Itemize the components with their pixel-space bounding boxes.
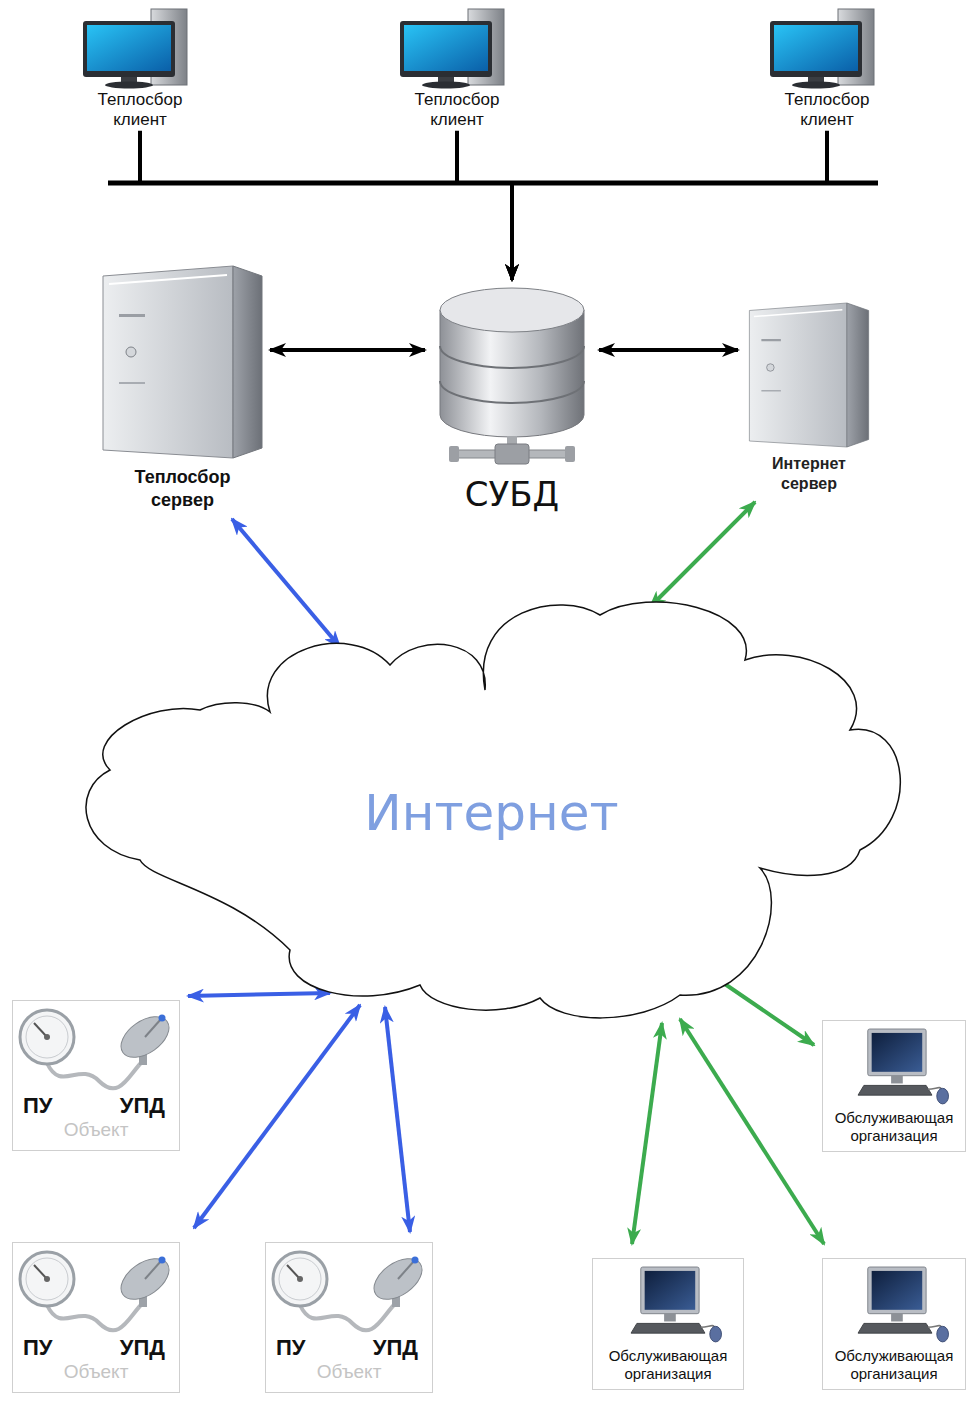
internet-cloud: Интернет: [78, 595, 905, 1020]
node-label: УПД: [120, 1335, 165, 1360]
connector-arrow: [385, 1007, 410, 1232]
service-organization: Обслуживающая организация: [822, 1258, 966, 1390]
connector-arrow: [188, 993, 330, 996]
obj-icon: [266, 1243, 432, 1335]
connector-arrow: [632, 1023, 662, 1244]
metering-object: ПУ УПДОбъект: [12, 1242, 180, 1393]
connector-arrow: [650, 502, 755, 607]
connector-arrow: [194, 1005, 360, 1228]
label-row: ПУ УПД: [266, 1335, 432, 1360]
label-row: ПУ УПД: [13, 1335, 179, 1360]
node-label: Теплосбор клиент: [81, 90, 199, 131]
connector-arrow: [512, 131, 827, 280]
obj-icon: [13, 1001, 179, 1093]
node-label: Объект: [13, 1360, 179, 1384]
obj-icon: [13, 1243, 179, 1335]
client-workstation: Теплосбор клиент: [382, 5, 532, 131]
node-label: ПУ: [23, 1093, 53, 1118]
node-label: Обслуживающая организация: [595, 1347, 741, 1383]
connector-arrow: [232, 519, 340, 647]
connector-arrow: [680, 1019, 824, 1244]
connector-arrow: [457, 131, 512, 280]
node-label: ПУ: [276, 1335, 306, 1360]
node-label: СУБД: [425, 474, 599, 515]
connector-arrow: [270, 348, 425, 352]
node-label: Обслуживающая организация: [825, 1109, 963, 1145]
client-workstation: Теплосбор клиент: [65, 5, 215, 131]
node-label: УПД: [120, 1093, 165, 1118]
db-icon: [425, 280, 599, 470]
connector-arrow: [599, 348, 738, 352]
node-label: УПД: [373, 1335, 418, 1360]
server-icon: [95, 262, 270, 462]
org-icon: [595, 1259, 741, 1347]
node-label: Теплосбор клиент: [398, 90, 516, 131]
client-workstation: Теплосбор клиент: [752, 5, 902, 131]
server-tower: Теплосбор сервер: [95, 262, 270, 511]
label-row: ПУ УПД: [13, 1093, 179, 1118]
client-icon: [752, 5, 902, 90]
node-label: Интернет: [78, 783, 905, 843]
org-icon: [825, 1259, 963, 1347]
connector-arrow: [140, 131, 512, 280]
internet-server: Интернет сервер: [738, 300, 880, 494]
node-label: Интернет сервер: [753, 454, 865, 494]
client-icon: [382, 5, 532, 90]
node-label: ПУ: [23, 1335, 53, 1360]
node-label: Объект: [266, 1360, 432, 1384]
database-server: СУБД: [425, 280, 599, 515]
metering-object: ПУ УПДОбъект: [12, 1000, 180, 1151]
node-label: Теплосбор сервер: [115, 466, 250, 511]
node-label: Обслуживающая организация: [825, 1347, 963, 1383]
org-icon: [825, 1021, 963, 1109]
client-icon: [65, 5, 215, 90]
service-organization: Обслуживающая организация: [822, 1020, 966, 1152]
metering-object: ПУ УПДОбъект: [265, 1242, 433, 1393]
node-label: Теплосбор клиент: [768, 90, 886, 131]
iserver-icon: [738, 300, 880, 450]
node-label: Объект: [13, 1118, 179, 1142]
service-organization: Обслуживающая организация: [592, 1258, 744, 1390]
